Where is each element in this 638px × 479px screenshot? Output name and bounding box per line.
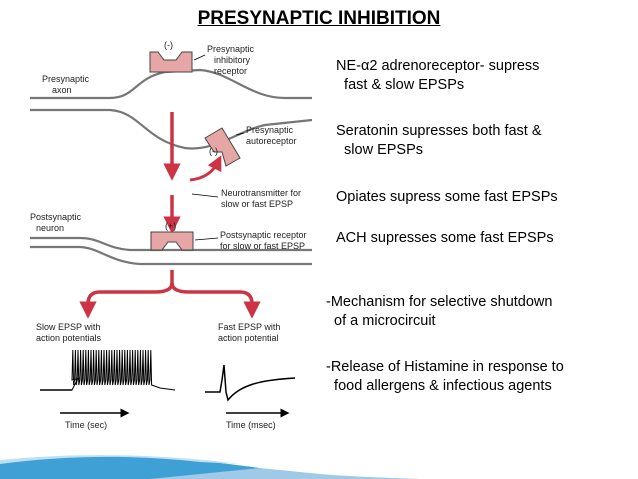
axon-membrane-top <box>30 68 312 100</box>
presynaptic-inhibitory-receptor-label: Presynaptic inhibitory receptor <box>207 44 257 76</box>
note-ach: ACH supresses some fast EPSPs <box>336 230 554 246</box>
slow-epsp-trace <box>40 349 176 391</box>
axon-membrane-bottom <box>30 108 313 150</box>
postsynaptic-membrane-top <box>30 236 312 252</box>
fast-epsp-trace <box>205 364 296 402</box>
slow-epsp-arrow <box>79 282 174 319</box>
time-msec-label: Time (msec) <box>226 420 276 430</box>
inhibitory-receptor-pointer <box>193 54 206 61</box>
time-sec-label: Time (sec) <box>65 420 107 430</box>
neurotransmitter-pointer <box>191 193 219 198</box>
autoreceptor-feedback-arrow <box>189 155 222 182</box>
fast-epsp-label: Fast EPSP with action potential <box>218 322 283 343</box>
bottom-accent-swoosh <box>0 455 420 479</box>
postsynaptic-receptor-pointer <box>194 237 219 241</box>
postsynaptic-receptor-shape <box>150 231 194 251</box>
presynaptic-axon-label: Presynaptic axon <box>42 74 92 95</box>
action-potential-burst <box>40 349 176 391</box>
note-histamine: -Release of Histamine in response to foo… <box>326 359 564 394</box>
note-mechanism: -Mechanism for selective shutdown of a m… <box>326 294 553 329</box>
postsynaptic-neuron-label: Postsynaptic neuron <box>30 212 84 233</box>
presynaptic-autoreceptor-shape <box>204 127 241 167</box>
inhibitory-receptor-sign: (-) <box>164 40 173 50</box>
postsynaptic-sign: (+) <box>165 221 176 231</box>
postsynaptic-membrane-bottom <box>30 245 312 266</box>
note-ne-alpha2: NE-α2 adrenoreceptor- supress fast & slo… <box>336 58 540 93</box>
postsynaptic-receptor-label: Postsynaptic receptor for slow or fast E… <box>220 230 309 251</box>
slide-title: PRESYNAPTIC INHIBITION <box>197 8 441 29</box>
autoreceptor-pointer <box>235 132 245 136</box>
presynaptic-autoreceptor-label: Presynaptic autoreceptor <box>246 125 297 146</box>
fast-epsp-arrow <box>170 282 261 319</box>
neurotransmitter-label: Neurotransmitter for slow or fast EPSP <box>221 188 304 209</box>
autoreceptor-sign: (-) <box>209 146 218 156</box>
note-opiates: Opiates supress some fast EPSPs <box>336 189 558 205</box>
presynaptic-inhibitory-receptor-shape <box>149 51 193 73</box>
slow-epsp-label: Slow EPSP with action potentials <box>36 322 103 343</box>
note-serotonin: Seratonin supresses both fast & slow EPS… <box>336 123 542 158</box>
